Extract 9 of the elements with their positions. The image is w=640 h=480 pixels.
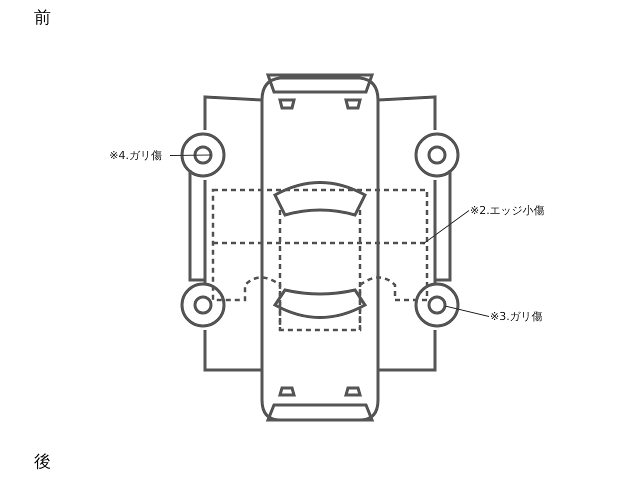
callout-text: ※4.ガリ傷	[109, 149, 162, 162]
wheel	[414, 282, 460, 328]
callout-text: ※3.ガリ傷	[490, 310, 543, 323]
direction-label: 後	[34, 452, 51, 472]
leader-line	[422, 210, 470, 244]
wheel	[180, 132, 226, 178]
direction-label: 前	[34, 8, 51, 28]
callout-text: ※2.エッジ小傷	[470, 204, 545, 217]
leader-line	[444, 306, 490, 317]
